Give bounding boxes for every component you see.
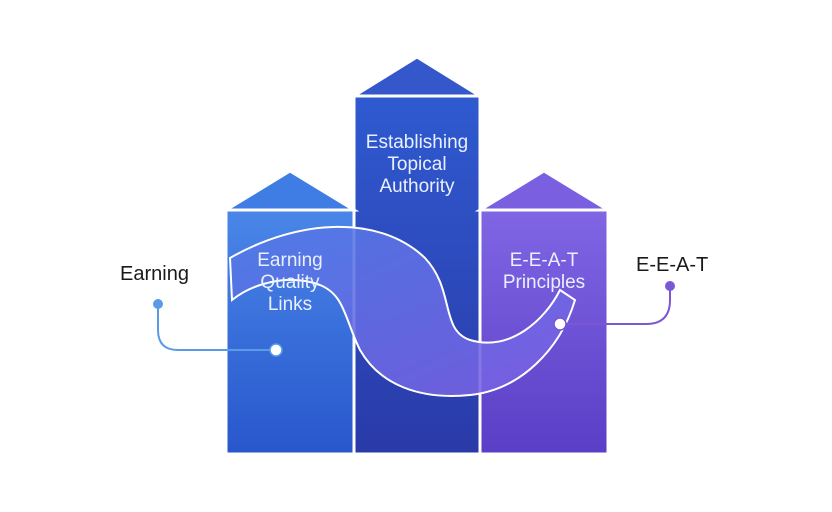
pillar-left-line-2: Quality bbox=[260, 272, 320, 293]
callout-connector-right bbox=[553, 281, 675, 331]
pillar-left-line-1: Earning bbox=[257, 250, 323, 271]
connector-dot-left-anchor bbox=[269, 343, 283, 357]
pillar-center-line-2: Topical bbox=[387, 154, 447, 175]
callout-left-label: Earning bbox=[120, 263, 189, 285]
callout-right-label: E-E-A-T bbox=[636, 254, 709, 276]
pillar-left-line-3: Links bbox=[267, 294, 313, 315]
pillar-right-label: E-E-A-T Principles bbox=[484, 250, 604, 294]
callout-connector-left bbox=[153, 299, 283, 357]
pillar-center-line-1: Establishing bbox=[365, 132, 469, 153]
connector-dot-left-end bbox=[153, 299, 163, 309]
pillar-left-label: Earning Quality Links bbox=[236, 250, 344, 316]
connector-dot-right-anchor bbox=[553, 317, 567, 331]
connecting-ribbon bbox=[228, 225, 577, 397]
pillar-center-line-3: Authority bbox=[379, 176, 455, 197]
connector-dot-right-end bbox=[665, 281, 675, 291]
pillar-center-label: Establishing Topical Authority bbox=[354, 132, 480, 198]
pillar-right-line-2: Principles bbox=[502, 272, 586, 293]
pillar-right-line-1: E-E-A-T bbox=[509, 250, 579, 271]
